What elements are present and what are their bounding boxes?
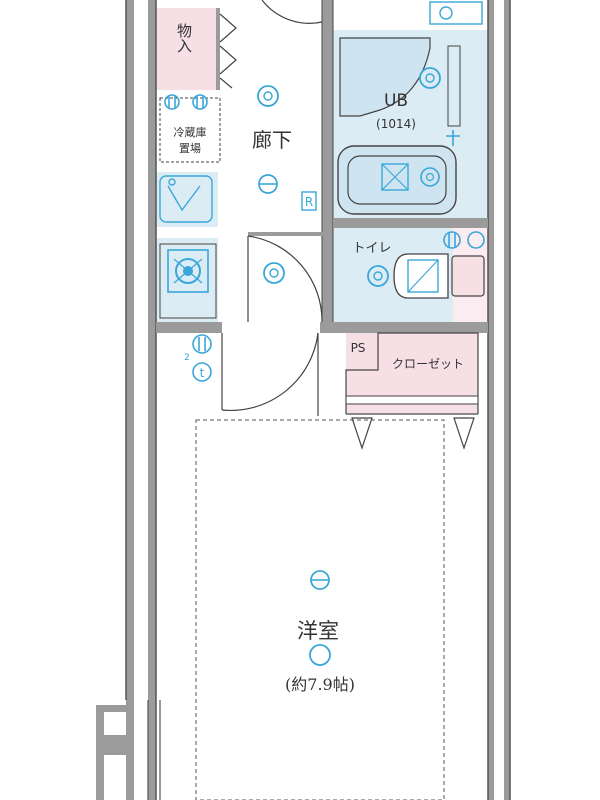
right-wall-inner (494, 0, 504, 800)
bath-top-fixture (429, 1, 483, 25)
room-door (221, 332, 319, 416)
svg-text:t: t (200, 366, 205, 380)
closet-label: クローゼット (392, 357, 464, 371)
bath-light-icon-inner (425, 73, 435, 83)
storage-floor (156, 8, 216, 90)
hallway-downlight-icon (258, 174, 278, 194)
kitchen-wall (216, 8, 220, 90)
bathtub (337, 145, 457, 215)
room-outlet-icon (192, 334, 212, 354)
ps-label: PS (351, 341, 366, 355)
hallway-light-icon-inner (263, 91, 273, 101)
fridge-outlets (164, 94, 208, 110)
toilet-light-icon (263, 262, 285, 284)
phone-outlet-icon: t (192, 362, 212, 382)
toilet-outlets (443, 231, 485, 249)
toilet-label: トイレ (352, 241, 391, 256)
left-wall-inner (134, 0, 148, 800)
hall-room-divider (156, 322, 488, 333)
bath-sink (339, 37, 461, 127)
western-room-light-icon (309, 644, 331, 666)
bath-label: UB (384, 91, 408, 111)
entrance-door-arc (261, 0, 323, 24)
hall-room-door-gap (222, 321, 320, 334)
fridge-label-line2: 置場 (179, 142, 201, 155)
western-room-label: 洋室 (297, 619, 339, 643)
fridge-space: 冷蔵庫 置場 (159, 97, 221, 163)
room-outlet-count: 2 (184, 353, 190, 363)
refrigerator-switch: R (301, 191, 317, 211)
bath-partition-wall (322, 0, 333, 330)
hallway-label: 廊下 (252, 128, 292, 152)
svg-text:R: R (305, 195, 313, 209)
toilet-door-jamb (248, 232, 323, 236)
storage-label: 物入 (175, 23, 193, 53)
closet (345, 332, 479, 415)
stove-icon (159, 243, 217, 319)
toilet-bowl (393, 253, 485, 299)
kitchen-sink-floor (156, 172, 218, 227)
hallway-light-icon (257, 85, 279, 107)
fridge-label-line1: 冷蔵庫 (174, 125, 207, 139)
western-room-dashed-outline (195, 419, 445, 800)
balcony-notch (96, 700, 161, 800)
closet-door-hinges (351, 417, 475, 450)
western-room-size-label: (約7.9帖) (285, 675, 355, 694)
storage-door (219, 13, 237, 89)
toilet-light-icon-2 (367, 265, 389, 287)
western-room-downlight-icon (310, 570, 330, 590)
bath-toilet-divider (333, 218, 488, 228)
toilet-door (247, 235, 323, 323)
kitchen-sink (159, 175, 213, 223)
bath-light-icon (419, 67, 441, 89)
bath-faucet-icon (446, 130, 460, 146)
bath-size-label: (1014) (376, 117, 416, 131)
